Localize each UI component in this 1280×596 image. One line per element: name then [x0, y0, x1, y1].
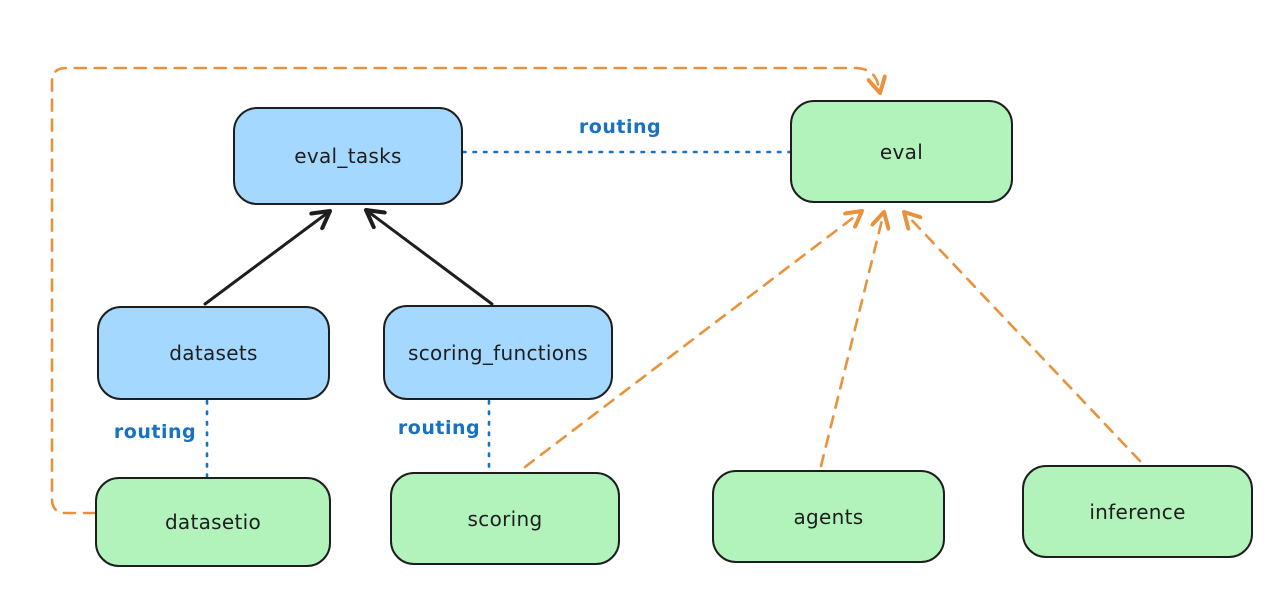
routing-label-scoring-functions-scoring: routing — [397, 417, 481, 439]
node-datasets[interactable]: datasets — [97, 306, 330, 400]
routing-label-eval-tasks-eval: routing — [578, 116, 662, 138]
node-scoring[interactable]: scoring — [390, 472, 620, 565]
node-datasetio[interactable]: datasetio — [95, 477, 331, 567]
node-datasets-label: datasets — [169, 341, 258, 365]
node-eval-tasks-label: eval_tasks — [294, 144, 402, 168]
node-eval-tasks[interactable]: eval_tasks — [233, 107, 463, 205]
node-inference[interactable]: inference — [1022, 465, 1253, 558]
edge-scoring-functions-eval-tasks-arrow — [366, 210, 494, 306]
node-scoring-label: scoring — [467, 506, 543, 531]
edge-agents-eval-dashed-arrow — [819, 212, 884, 468]
node-agents-label: agents — [793, 504, 864, 529]
edge-datasets-eval-tasks-arrow — [203, 211, 330, 306]
edge-inference-eval-dashed-arrow — [904, 212, 1142, 463]
node-eval-label: eval — [879, 139, 924, 164]
edge-scoring-eval-dashed-arrow — [523, 211, 862, 469]
edge-datasetio-eval-dashed-arrow — [50, 66, 880, 515]
routing-label-datasets-datasetio: routing — [113, 421, 197, 443]
node-inference-label: inference — [1089, 499, 1186, 524]
node-eval[interactable]: eval — [790, 100, 1013, 203]
node-datasetio-label: datasetio — [164, 510, 262, 534]
node-scoring-functions[interactable]: scoring_functions — [383, 305, 613, 400]
node-scoring-functions-label: scoring_functions — [407, 340, 589, 365]
node-agents[interactable]: agents — [712, 470, 945, 563]
